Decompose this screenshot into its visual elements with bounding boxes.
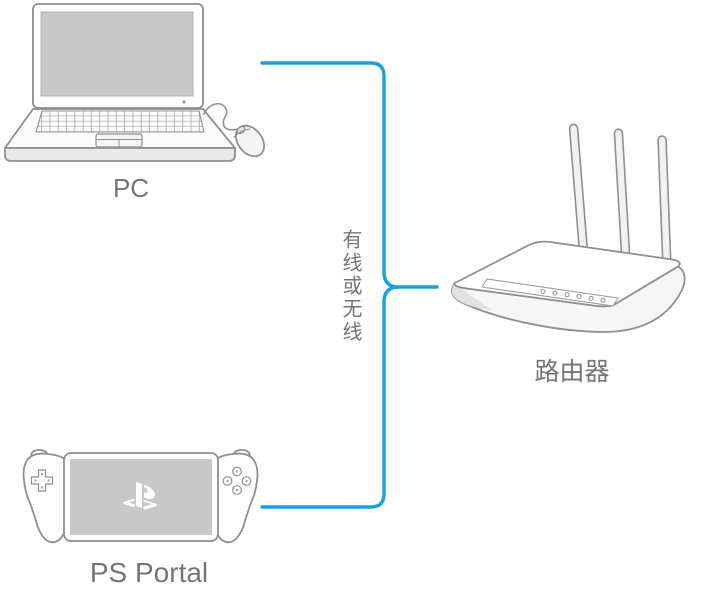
playstation-logo-icon — [123, 482, 157, 510]
router-body-shadow — [451, 283, 492, 310]
router-led-lights — [540, 289, 606, 303]
mouse-icon — [203, 102, 266, 158]
router-led-strip — [481, 278, 619, 307]
router-antenna-right — [657, 135, 672, 269]
ps-portal-grip — [22, 449, 67, 544]
ps-portal-icon — [22, 449, 259, 544]
connector-upper-line — [260, 61, 439, 289]
mouse-scroll-wheel — [236, 125, 246, 135]
laptop-screen — [40, 11, 194, 97]
action-buttons-icon — [222, 466, 252, 495]
laptop-indicator-dot — [182, 100, 186, 104]
mouse-button-split — [233, 128, 251, 138]
router-icon — [451, 123, 686, 333]
connector-lower-line — [260, 285, 399, 509]
router-antenna-left — [568, 123, 589, 259]
connector-brace — [260, 61, 439, 509]
ps-portal-label: PS Portal — [89, 557, 209, 588]
laptop-keyboard — [35, 110, 205, 133]
laptop-front-edge — [4, 147, 236, 162]
router-label: 路由器 — [534, 358, 610, 386]
connection-type-label: 有线或无线 — [339, 229, 361, 344]
pc-label: PC — [112, 173, 150, 203]
router-antenna-middle — [613, 128, 631, 262]
laptop-icon — [4, 3, 236, 162]
mouse-cable — [203, 102, 240, 131]
mouse-body — [234, 124, 266, 158]
dpad-icon — [30, 469, 54, 492]
